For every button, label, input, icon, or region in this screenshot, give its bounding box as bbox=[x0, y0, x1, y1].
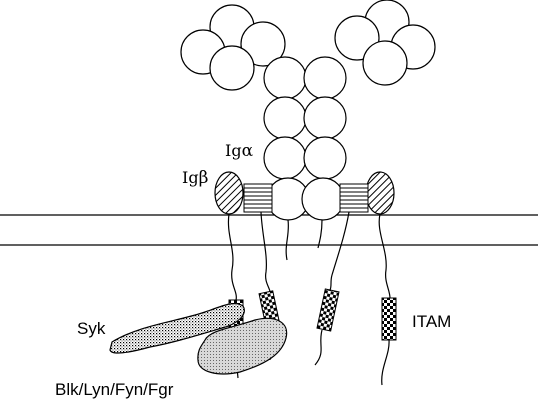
immunoglobulin bbox=[180, 0, 436, 221]
syk-kinase bbox=[109, 302, 245, 354]
tail-5 bbox=[329, 211, 350, 291]
syk-label: Syk bbox=[77, 319, 106, 338]
ig-domain bbox=[209, 45, 255, 91]
cell-membrane bbox=[0, 214, 538, 246]
ig-domain bbox=[303, 56, 347, 100]
ig-beta-left bbox=[214, 171, 273, 215]
tail-2 bbox=[260, 211, 271, 293]
ig-beta-domain bbox=[365, 171, 395, 215]
tail-1 bbox=[227, 213, 237, 301]
itam-label: ITAM bbox=[412, 312, 451, 331]
src-family-kinase bbox=[197, 317, 288, 375]
ig-domain bbox=[362, 40, 408, 86]
ig-domain bbox=[301, 177, 345, 221]
itam-box bbox=[381, 297, 397, 341]
ig-domain bbox=[240, 21, 286, 67]
tail-6 bbox=[378, 213, 391, 299]
ig-beta-domain bbox=[214, 171, 244, 215]
ig-alpha-stripes bbox=[339, 183, 369, 213]
ig-domain bbox=[263, 136, 307, 180]
ig-beta-right bbox=[339, 171, 395, 215]
tail-4 bbox=[317, 219, 323, 249]
ig-domain bbox=[263, 96, 307, 140]
tail-3 bbox=[285, 219, 290, 261]
itam-box bbox=[316, 288, 340, 332]
ig-domain bbox=[303, 136, 347, 180]
tail-5-lower bbox=[314, 329, 323, 366]
tail-6-lower bbox=[381, 339, 390, 386]
ig-beta-label: Igβ bbox=[182, 168, 208, 188]
ig-alpha-stripes bbox=[243, 183, 273, 213]
ig-domain bbox=[263, 56, 307, 100]
ig-alpha-label: Igα bbox=[225, 141, 254, 161]
ig-domain bbox=[303, 96, 347, 140]
src-kinases-label: Blk/Lyn/Fyn/Fgr bbox=[55, 380, 174, 399]
